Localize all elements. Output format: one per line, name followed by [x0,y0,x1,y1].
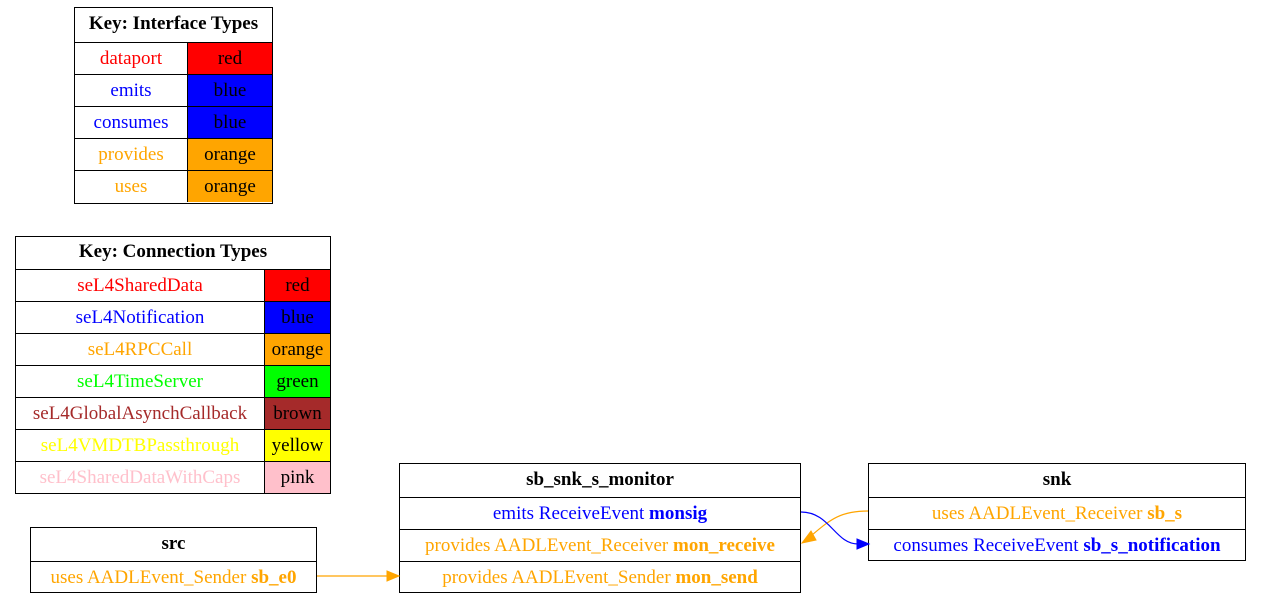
port-label: uses AADLEvent_Receiver sb_s [931,502,1183,524]
key-color-swatch: pink [264,462,330,493]
port-label: provides AADLEvent_Receiver mon_receive [425,534,775,556]
key-name: provides [98,143,164,165]
interface-types-key: Key: Interface Types dataport red emits blu… [74,7,273,204]
key-color-swatch: orange [264,334,330,365]
port-label: uses AADLEvent_Sender sb_e0 [50,566,297,588]
port-uses-sb-e0[interactable]: uses AADLEvent_Sender sb_e0 [31,561,316,593]
port-provides-mon-send[interactable]: provides AADLEvent_Sender mon_send [400,561,800,593]
connection-arrowhead [386,570,401,582]
connection-arrowhead [800,530,817,544]
key-name: seL4TimeServer [77,370,203,392]
port-provides-mon-receive[interactable]: provides AADLEvent_Receiver mon_receive [400,529,800,561]
component-sb-snk-s-monitor[interactable]: sb_snk_s_monitor emits ReceiveEvent mons… [399,463,801,593]
component-title: sb_snk_s_monitor [526,469,674,490]
component-title: src [161,533,186,554]
port-uses-sb-s[interactable]: uses AADLEvent_Receiver sb_s [869,497,1245,529]
key-row-sel4shareddatawithcaps: seL4SharedDataWithCaps pink [16,461,330,493]
interface-key-title: Key: Interface Types [88,13,259,34]
key-color-swatch: brown [264,398,330,429]
key-color-swatch: orange [187,139,272,170]
port-consumes-sb-s-notification[interactable]: consumes ReceiveEvent sb_s_notification [869,529,1245,561]
key-row-uses: uses orange [75,170,272,202]
connection-arrowhead [856,538,871,550]
key-row-sel4notification: seL4Notification blue [16,301,330,333]
connection-line [800,511,859,545]
key-name: uses [114,175,148,197]
key-name: seL4RPCCall [87,338,193,360]
key-color-swatch: blue [264,302,330,333]
key-row-sel4shareddata: seL4SharedData red [16,269,330,301]
key-row-sel4globalasynchcallback: seL4GlobalAsynchCallback brown [16,397,330,429]
connection-key-title: Key: Connection Types [78,241,268,262]
key-name: emits [110,79,152,101]
key-color-swatch: red [264,270,330,301]
port-label: provides AADLEvent_Sender mon_send [442,566,758,588]
key-name: consumes [93,111,169,133]
key-row-sel4vmdtbpassthrough: seL4VMDTBPassthrough yellow [16,429,330,461]
port-label: emits ReceiveEvent monsig [492,502,708,524]
key-name: seL4Notification [75,306,205,328]
key-name: seL4SharedDataWithCaps [39,466,241,488]
port-label: consumes ReceiveEvent sb_s_notification [893,534,1221,556]
key-color-swatch: blue [187,75,272,106]
key-color-swatch: green [264,366,330,397]
key-name: dataport [99,47,163,69]
component-title: snk [1042,469,1072,490]
key-color-swatch: red [187,43,272,74]
key-name: seL4SharedData [77,274,203,296]
key-row-provides: provides orange [75,138,272,170]
component-src[interactable]: src uses AADLEvent_Sender sb_e0 [30,527,317,593]
key-name: seL4GlobalAsynchCallback [32,402,248,424]
key-row-consumes: consumes blue [75,106,272,138]
component-snk[interactable]: snk uses AADLEvent_Receiver sb_s consume… [868,463,1246,561]
connection-line [811,510,869,536]
key-row-dataport: dataport red [75,42,272,74]
key-row-sel4rpccall: seL4RPCCall orange [16,333,330,365]
key-color-swatch: blue [187,107,272,138]
key-color-swatch: orange [187,171,272,202]
key-name: seL4VMDTBPassthrough [40,434,240,456]
key-row-sel4timeserver: seL4TimeServer green [16,365,330,397]
key-row-emits: emits blue [75,74,272,106]
port-emits-monsig[interactable]: emits ReceiveEvent monsig [400,497,800,529]
key-color-swatch: yellow [264,430,330,461]
